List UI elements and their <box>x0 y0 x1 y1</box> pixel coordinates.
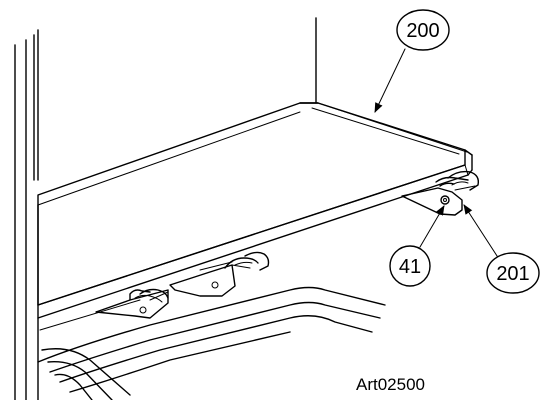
lower-bin <box>37 286 386 400</box>
callout-200: 200 <box>374 9 450 113</box>
roller <box>440 195 450 205</box>
right-shelf-support <box>401 170 480 216</box>
callout-41: 41 <box>389 205 445 287</box>
callout-41-label: 41 <box>399 256 421 278</box>
callout-201-label: 201 <box>496 263 529 285</box>
shelf <box>37 102 473 331</box>
left-shelf-support <box>95 288 169 319</box>
callout-201: 201 <box>463 204 540 294</box>
middle-shelf-support <box>169 251 270 297</box>
callout-200-label: 200 <box>406 20 439 42</box>
art-reference-id: Art02500 <box>356 375 425 394</box>
left-cabinet-wall <box>14 29 39 400</box>
